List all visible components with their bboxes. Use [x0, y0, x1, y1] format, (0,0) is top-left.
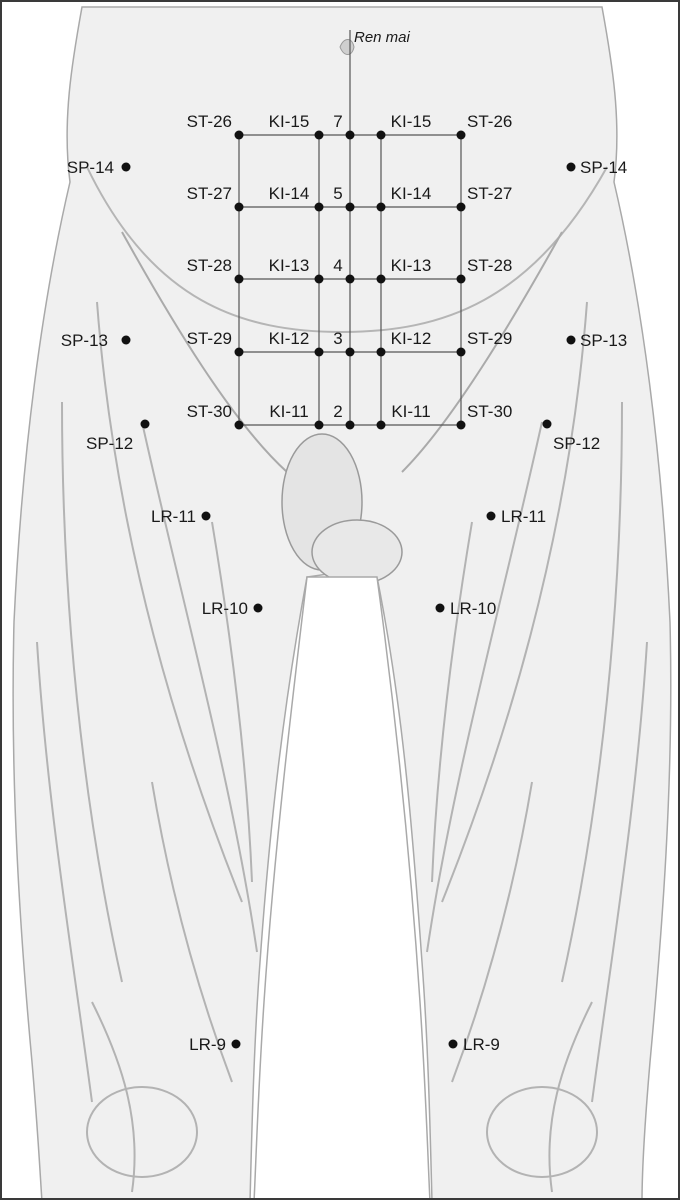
sp12-right-point: [543, 420, 552, 429]
st26-right-label: ST-26: [467, 112, 512, 131]
sp13-right-point: [567, 336, 576, 345]
lr10-left-point: [254, 604, 263, 613]
sp13-left-label: SP-13: [61, 331, 108, 350]
st27-right-label: ST-27: [467, 184, 512, 203]
ki15-left-label: KI-15: [269, 112, 310, 131]
sp14-left-point: [122, 163, 131, 172]
sp12-left-label: SP-12: [86, 434, 133, 453]
lr10-right-label: LR-10: [450, 599, 496, 618]
lr11-right-point: [487, 512, 496, 521]
sp14-right-label: SP-14: [580, 158, 627, 177]
lr9-left-point: [232, 1040, 241, 1049]
ren3-label: 3: [333, 329, 342, 348]
ki13-left-label: KI-13: [269, 256, 310, 275]
ren2-label: 2: [333, 402, 342, 421]
st30-left-label: ST-30: [187, 402, 232, 421]
lr10-right-point: [436, 604, 445, 613]
ki15-right-label: KI-15: [391, 112, 432, 131]
ki12-left-label: KI-12: [269, 329, 310, 348]
ki14-left-label: KI-14: [269, 184, 310, 203]
st26-left-label: ST-26: [187, 112, 232, 131]
ren7-label: 7: [333, 112, 342, 131]
st28-right-label: ST-28: [467, 256, 512, 275]
ren-mai-label: Ren mai: [354, 29, 411, 46]
lr9-right-label: LR-9: [463, 1035, 500, 1054]
ki13-right-label: KI-13: [391, 256, 432, 275]
lr11-right-label: LR-11: [501, 507, 546, 526]
ki12-right-label: KI-12: [391, 329, 432, 348]
st30-right-label: ST-30: [467, 402, 512, 421]
st29-right-label: ST-29: [467, 329, 512, 348]
ki11-left-label: KI-11: [269, 402, 308, 421]
st28-left-label: ST-28: [187, 256, 232, 275]
ren5-label: 5: [333, 184, 342, 203]
sp14-right-point: [567, 163, 576, 172]
sp14-left-label: SP-14: [67, 158, 114, 177]
lr9-left-label: LR-9: [189, 1035, 226, 1054]
lr11-left-label: LR-11: [151, 507, 196, 526]
genital-lower: [312, 520, 402, 584]
ki14-right-label: KI-14: [391, 184, 432, 203]
sp12-right-label: SP-12: [553, 434, 600, 453]
lr11-left-point: [202, 512, 211, 521]
sp13-right-label: SP-13: [580, 331, 627, 350]
lr10-left-label: LR-10: [202, 599, 248, 618]
st27-left-label: ST-27: [187, 184, 232, 203]
ren4-label: 4: [333, 256, 342, 275]
ki11-right-label: KI-11: [391, 402, 430, 421]
lr9-right-point: [449, 1040, 458, 1049]
st29-left-label: ST-29: [187, 329, 232, 348]
sp13-left-point: [122, 336, 131, 345]
sp12-left-point: [141, 420, 150, 429]
